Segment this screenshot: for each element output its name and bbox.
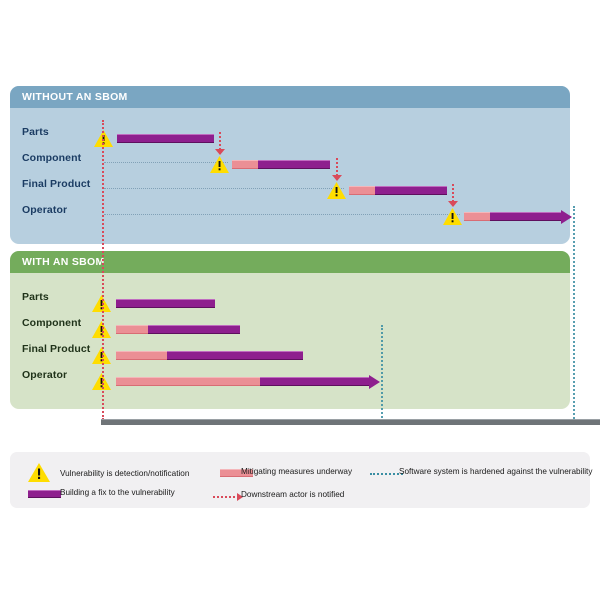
- mitigation-bar-component-without: [232, 160, 258, 169]
- vulnerability-disclosure-line: [102, 120, 104, 420]
- fix-bar-parts-with: [116, 299, 215, 308]
- legend-label-vulnerability-detection: Vulnerability is detection/notification: [60, 469, 190, 478]
- fix-bar-component-without: [258, 160, 330, 169]
- row-label-operator-with: Operator: [22, 369, 68, 381]
- fix-arrowhead-operator-without: [561, 209, 572, 224]
- hardened-line-with-sbom: [381, 325, 383, 422]
- warning-triangle-icon: [92, 373, 111, 390]
- panel-with-sbom-title: WITH AN SBOM: [10, 251, 570, 273]
- timeline-floor-bar: [101, 419, 600, 425]
- panel-without-sbom-title: WITHOUT AN SBOM: [10, 86, 570, 108]
- warning-triangle-icon: [92, 295, 111, 312]
- row-label-parts-without: Parts: [22, 126, 49, 138]
- mitigation-bar-final-product-with: [116, 351, 167, 360]
- red-dotted-arrow-icon: [213, 493, 247, 501]
- legend-label-building-fix: Building a fix to the vulnerability: [60, 488, 175, 497]
- guide-line-component-without: [104, 162, 228, 163]
- pink-bar-icon: [220, 469, 253, 477]
- mitigation-bar-operator-with: [116, 377, 260, 386]
- teal-dotted-line-icon: [370, 473, 403, 475]
- warning-triangle-icon: [327, 182, 346, 199]
- fix-bar-operator-without: [490, 212, 562, 221]
- mitigation-bar-final-product-without: [349, 186, 375, 195]
- downstream-notify-arrow-final-product-without: [448, 184, 458, 207]
- mitigation-bar-component-with: [116, 325, 148, 334]
- warning-triangle-icon: [443, 208, 462, 225]
- row-label-parts-with: Parts: [22, 291, 49, 303]
- fix-bar-parts-without: [117, 134, 214, 143]
- fix-bar-component-with: [148, 325, 240, 334]
- row-label-component-with: Component: [22, 317, 82, 329]
- guide-line-final-product-without: [104, 188, 344, 189]
- hardened-line-without-sbom: [573, 206, 575, 422]
- warning-triangle-icon: [92, 347, 111, 364]
- fix-arrowhead-operator-with: [369, 374, 380, 389]
- row-label-component-without: Component: [22, 152, 82, 164]
- warning-triangle-icon: [210, 156, 229, 173]
- fix-bar-operator-with: [260, 377, 370, 386]
- downstream-notify-arrow-component-without: [332, 158, 342, 181]
- downstream-notify-arrow-parts-without: [215, 132, 225, 155]
- mitigation-bar-operator-without: [464, 212, 490, 221]
- fix-bar-final-product-without: [375, 186, 447, 195]
- warning-triangle-icon: [92, 321, 111, 338]
- row-label-final-product-without: Final Product: [22, 178, 91, 190]
- row-label-final-product-with: Final Product: [22, 343, 91, 355]
- row-label-operator-without: Operator: [22, 204, 68, 216]
- legend-label-software-hardened: Software system is hardened against the …: [399, 467, 593, 476]
- legend: Vulnerability is detection/notification …: [10, 452, 593, 508]
- fix-bar-final-product-with: [167, 351, 303, 360]
- legend-label-mitigating-measures: Mitigating measures underway: [241, 467, 353, 476]
- guide-line-operator-without: [104, 214, 460, 215]
- warning-triangle-icon: [28, 463, 50, 487]
- legend-label-downstream-notified: Downstream actor is notified: [241, 490, 345, 499]
- purple-bar-icon: [28, 490, 61, 498]
